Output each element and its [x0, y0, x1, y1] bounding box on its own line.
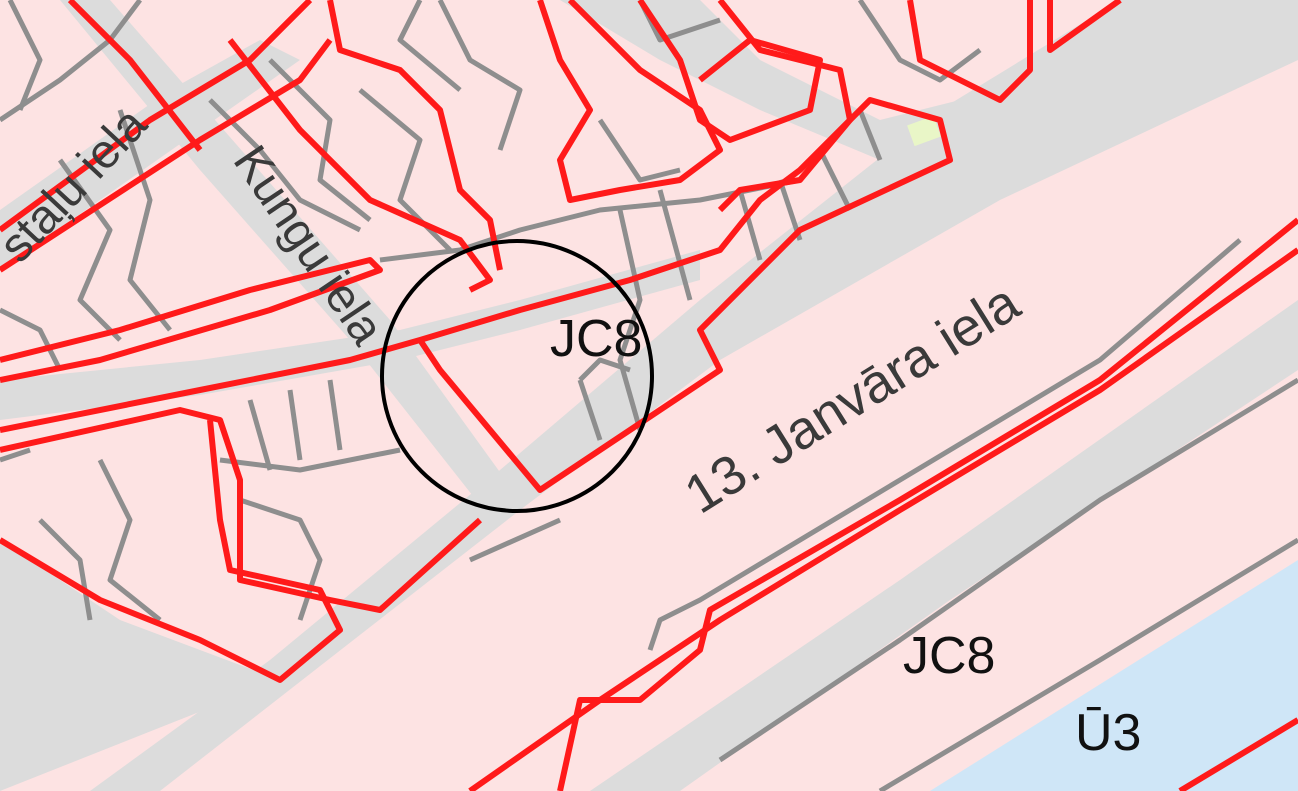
water-area — [930, 560, 1298, 791]
street-cross — [0, 250, 700, 420]
green-parcel — [907, 115, 941, 147]
zone-label-lower: JC8 — [903, 627, 995, 685]
zone-label-water: Ū3 — [1075, 704, 1141, 762]
street-upper-left — [0, 40, 300, 270]
zone-label-circle: JC8 — [550, 310, 642, 368]
highlight-circle[interactable] — [380, 239, 654, 513]
street-lower-left — [0, 540, 280, 791]
street-janvara — [90, 0, 1298, 791]
